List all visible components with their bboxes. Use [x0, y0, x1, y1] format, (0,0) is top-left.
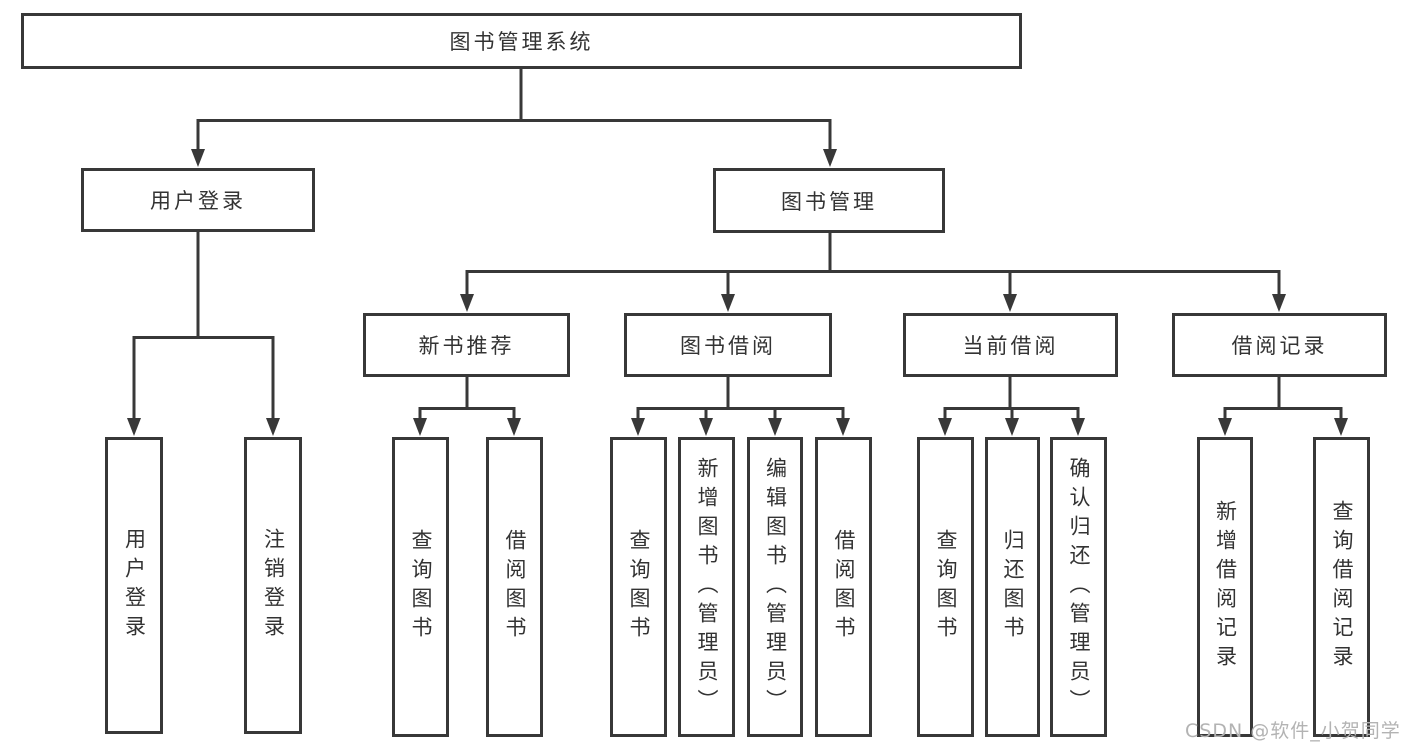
leaf-borrow-books-1: 借阅图书 — [486, 437, 543, 737]
node-label: 借阅图书 — [503, 529, 527, 645]
leaf-edit-books-admin: 编辑图书（管理员） — [747, 437, 803, 737]
node-label: 图书借阅 — [680, 334, 776, 358]
node-book-management-branch: 图书管理 — [713, 168, 945, 233]
node-label: 新书推荐 — [418, 334, 515, 358]
node-label: 查询借阅记录 — [1330, 500, 1354, 674]
node-label: 图书管理系统 — [449, 30, 594, 54]
node-user-login-branch: 用户登录 — [81, 168, 315, 232]
node-label: 查询图书 — [409, 529, 433, 645]
leaf-confirm-return-admin: 确认归还（管理员） — [1050, 437, 1107, 737]
node-label: 归还图书 — [1001, 529, 1025, 645]
node-label: 注销登录 — [261, 527, 286, 644]
watermark: CSDN @软件_小贺同学 — [1185, 720, 1401, 742]
leaf-user-login: 用户登录 — [105, 437, 163, 734]
node-label: 确认归还（管理员） — [1067, 456, 1091, 718]
node-library-management-system: 图书管理系统 — [21, 13, 1022, 69]
node-label: 借阅图书 — [832, 529, 856, 645]
node-new-book-recommendation: 新书推荐 — [363, 313, 570, 377]
leaf-return-books: 归还图书 — [985, 437, 1040, 737]
leaf-borrow-books-2: 借阅图书 — [815, 437, 872, 737]
leaf-query-books-3: 查询图书 — [917, 437, 974, 737]
node-borrowing-records: 借阅记录 — [1172, 313, 1387, 377]
node-current-borrowing: 当前借阅 — [903, 313, 1118, 377]
leaf-logout: 注销登录 — [244, 437, 302, 734]
leaf-add-books-admin: 新增图书（管理员） — [678, 437, 735, 737]
node-label: 编辑图书（管理员） — [763, 456, 788, 718]
node-label: 用户登录 — [150, 189, 246, 213]
node-label: 新增借阅记录 — [1213, 500, 1238, 674]
node-label: 借阅记录 — [1231, 334, 1328, 358]
node-label: 图书管理 — [781, 189, 877, 214]
node-label: 新增图书（管理员） — [695, 456, 719, 718]
node-label: 当前借阅 — [962, 334, 1059, 358]
node-book-borrowing: 图书借阅 — [624, 313, 832, 377]
leaf-query-books-1: 查询图书 — [392, 437, 449, 737]
node-label: 查询图书 — [627, 529, 651, 645]
leaf-add-borrow-record: 新增借阅记录 — [1197, 437, 1253, 737]
leaf-query-borrow-record: 查询借阅记录 — [1313, 437, 1370, 737]
node-label: 用户登录 — [122, 527, 147, 644]
node-label: 查询图书 — [934, 529, 958, 645]
leaf-query-books-2: 查询图书 — [610, 437, 667, 737]
